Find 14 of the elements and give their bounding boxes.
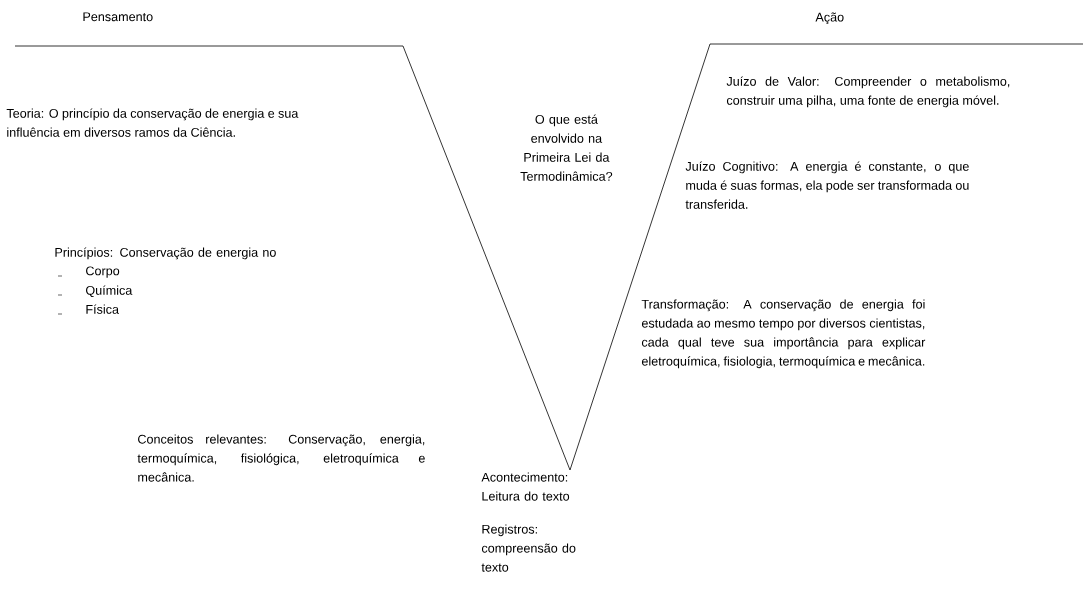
heading: Pensamento	[83, 12, 153, 22]
paragraph: Juízo Cognitivo: A energia é constante, o que muda é suas formas, ela pode ser transformada ou transferida.	[685, 161, 969, 209]
paragraph: Teoria: O princípio da conservação de energia e sua influência em diversos ramos da Ciência.	[6, 108, 299, 137]
paragraph: Transformação: A conservação de energia foi estudada ao mesmo tempo por diversos cientistas, cada qual teve sua importância para explicar eletroquímica, fisiologia, termoquímica e mecânica.	[641, 299, 926, 369]
paragraph: Conceitos relevantes: Conservação, energia, termoquímica, fisiológica, eletroquímica e mecânica.	[137, 434, 425, 482]
paragraph: Princípios: Conservação de energia no	[55, 247, 276, 260]
list-item: Física	[86, 304, 119, 314]
paragraph: Acontecimento: Leitura do texto	[481, 472, 570, 501]
question-text: O que está envolvido na Primeira Lei da Termodinâmica?	[520, 114, 613, 181]
heading: Ação	[815, 12, 844, 25]
list-item: Corpo	[86, 266, 120, 278]
paragraph: Juízo de Valor: Compreender o metabolismo, construir uma pilha, uma fonte de energia móvel.	[726, 76, 1010, 108]
list-item: Química	[86, 285, 133, 298]
paragraph: Registros: compreensão do texto	[481, 524, 576, 572]
